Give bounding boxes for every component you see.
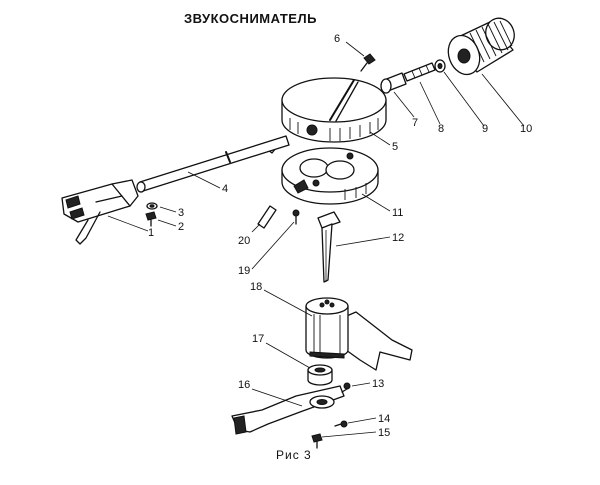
- part-6-screw: [360, 53, 376, 72]
- callout-10: 10: [520, 123, 532, 135]
- callout-4: 4: [222, 183, 228, 195]
- part-5-upper-housing: [281, 77, 387, 143]
- callout-2: 2: [178, 221, 184, 233]
- callout-19: 19: [238, 265, 250, 277]
- part-9-nut: [434, 59, 446, 73]
- callout-3: 3: [178, 207, 184, 219]
- callout-5: 5: [392, 141, 398, 153]
- callout-labels: 1 2 3 4 5 6 7 8 9 10 11 12 13 14 15 16 1…: [148, 33, 532, 439]
- diagram-title: ЗВУКОСНИМАТЕЛЬ: [184, 11, 317, 26]
- part-17-bearing: [307, 364, 333, 386]
- part-13-screw: [341, 382, 351, 393]
- callout-6: 6: [334, 33, 340, 45]
- part-20-pin: [257, 205, 277, 229]
- part-7-bushing: [380, 72, 407, 94]
- part-10-counterweight: [447, 17, 515, 76]
- callout-16: 16: [238, 379, 250, 391]
- part-11-pivot-yoke: [281, 147, 379, 205]
- callout-7: 7: [412, 117, 418, 129]
- part-8-counterweight-rod: [403, 62, 436, 82]
- callout-9: 9: [482, 123, 488, 135]
- callout-20: 20: [238, 235, 250, 247]
- callout-14: 14: [378, 413, 390, 425]
- part-2-screw: [145, 211, 157, 227]
- part-18-base-post: [305, 297, 413, 371]
- part-14-screw: [334, 420, 348, 428]
- callout-11: 11: [392, 207, 403, 219]
- part-19-screw: [292, 209, 300, 225]
- part-4-arm-tube: [136, 135, 290, 193]
- callout-17: 17: [252, 333, 264, 345]
- callout-8: 8: [438, 123, 444, 135]
- part-15-screw: [311, 433, 323, 449]
- callout-13: 13: [372, 378, 384, 390]
- callout-18: 18: [250, 281, 262, 293]
- callout-1: 1: [148, 227, 154, 239]
- figure-caption: Рис 3: [276, 448, 312, 462]
- part-12-pivot-shaft: [317, 211, 341, 283]
- leader-lines: [107, 41, 525, 438]
- part-16-lift-lever: [231, 385, 345, 435]
- part-1-headshell: [61, 179, 139, 245]
- callout-12: 12: [392, 232, 404, 244]
- callout-15: 15: [378, 427, 390, 439]
- part-3-washer: [146, 202, 158, 210]
